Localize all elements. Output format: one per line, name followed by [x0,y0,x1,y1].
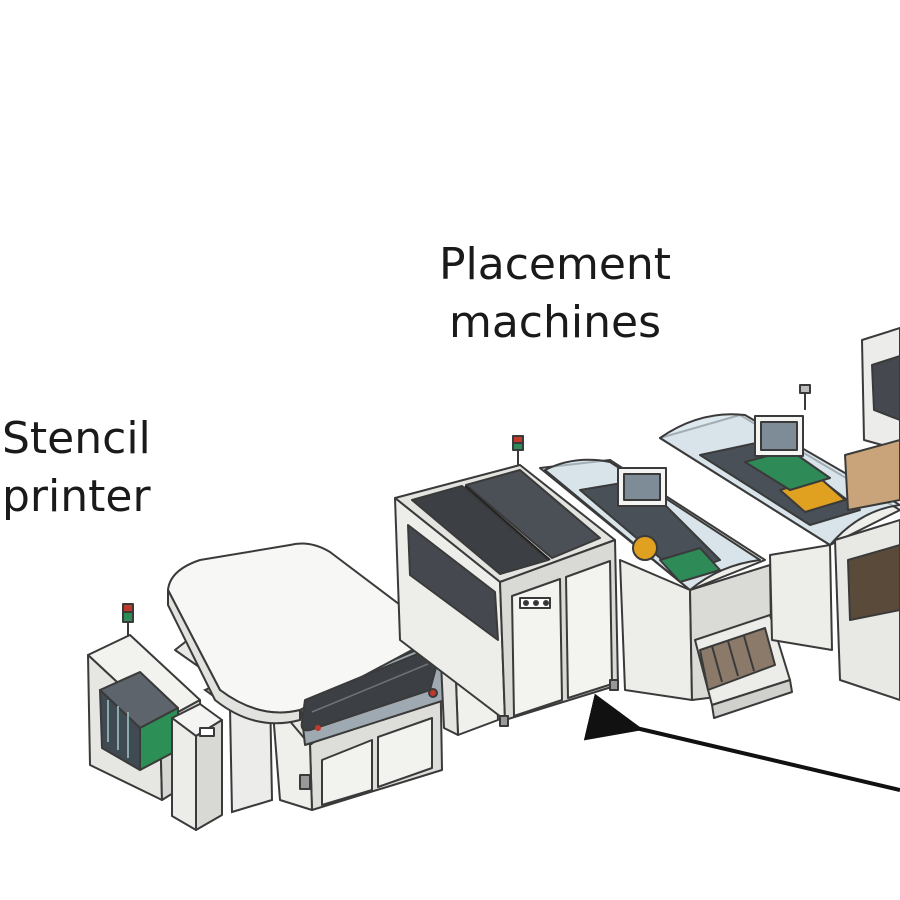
signal-tower-icon [122,611,134,623]
direction-arrow [583,693,900,792]
placement-label-line1: Placement [438,239,672,290]
board-loader-unit [87,603,223,831]
monitor-icon [623,473,661,501]
stencil-label-line1: Stencil [2,413,151,464]
placement-machine-3 [659,384,900,651]
placement-machine-4-partial [834,327,900,701]
placement-machine-2 [539,458,793,719]
placement-label-line2: machines [448,297,661,348]
stencil-label-line2: printer [2,471,151,522]
placement-machines-label: Placement machines [420,236,690,352]
stencil-printer-machine [167,542,446,811]
stencil-printer-label: Stencil printer [0,410,182,526]
placement-machine-1 [394,435,619,727]
